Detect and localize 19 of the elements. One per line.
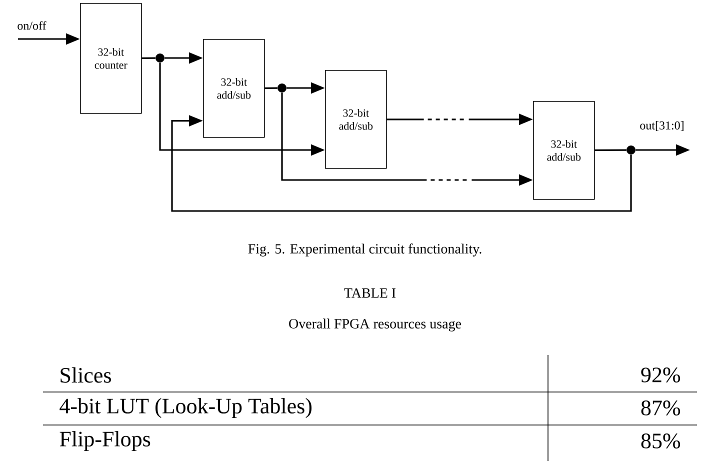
table-subtitle: Overall FPGA resources usage xyxy=(289,318,462,332)
table-cell: 87% xyxy=(641,400,680,416)
table-cell: 4-bit LUT (Look-Up Tables) xyxy=(60,398,312,418)
arrow xyxy=(171,115,632,212)
block-box: 32-bit add/sub xyxy=(325,70,387,169)
table-cell: Slices xyxy=(60,367,111,383)
table-cell: 85% xyxy=(641,434,680,448)
table-cell: Flip-Flops xyxy=(60,431,150,451)
figure-caption: Fig. 5. Experimental circuit functionality. xyxy=(248,244,482,256)
table-cell: 92% xyxy=(641,368,680,382)
junction-dot xyxy=(278,84,286,92)
block-box: 32-bit counter xyxy=(80,3,142,114)
block-box: 32-bit add/sub xyxy=(533,101,595,200)
block-box: 32-bit add/sub xyxy=(203,39,265,138)
signal-label: on/off xyxy=(18,21,46,30)
junction-dot xyxy=(626,146,636,154)
junction-dot xyxy=(156,54,164,62)
table-title: TABLE I xyxy=(344,288,396,298)
edge-label: out[31:0] xyxy=(638,120,686,132)
